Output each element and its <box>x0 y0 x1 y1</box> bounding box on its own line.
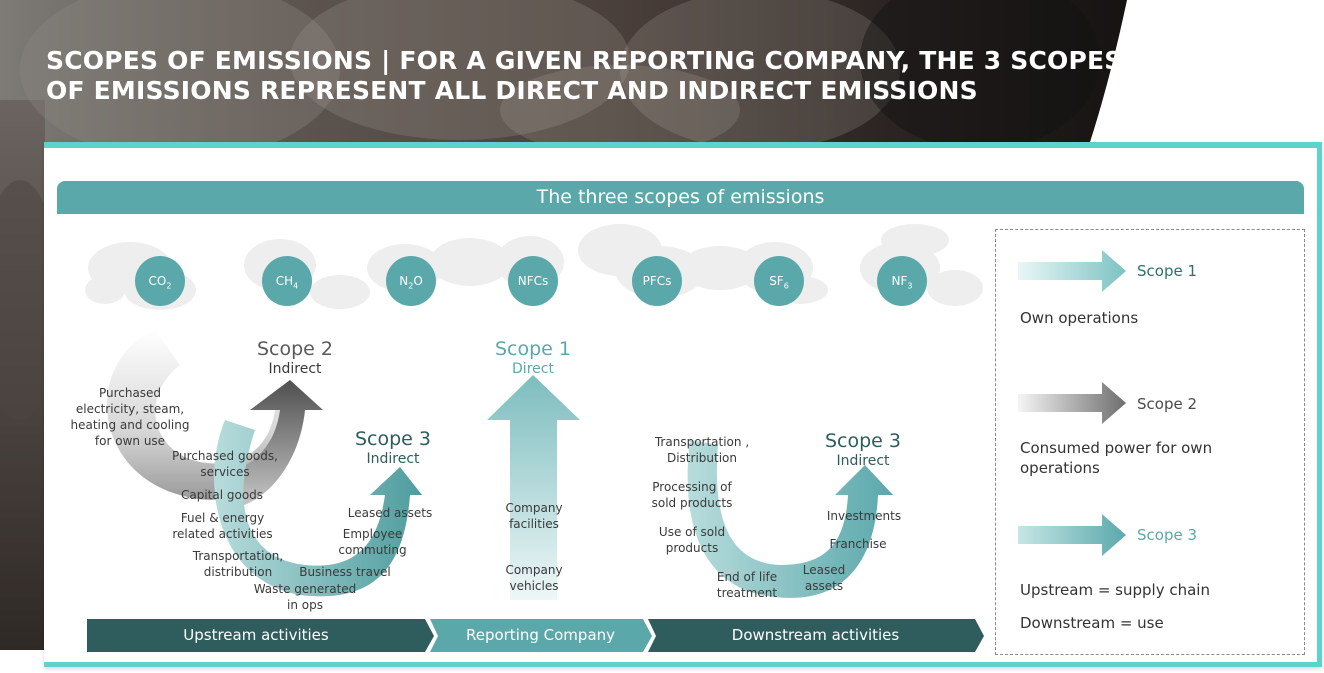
scope2-activity-label: Purchased electricity, steam, heating an… <box>70 386 190 448</box>
reporting-company-label: Reporting Company <box>465 626 616 644</box>
scope2-heading: Scope 2 Indirect <box>256 338 333 377</box>
scope3-upstream-heading: Scope 3 Indirect <box>354 428 431 467</box>
upstream-employee-commuting: Employee commuting <box>338 527 407 557</box>
reporting-facilities: Company facilities <box>505 501 563 531</box>
downstream-leased-assets: Leased assets <box>802 563 846 593</box>
gas-co2: CO2 <box>135 256 185 306</box>
downstream-investments: Investments <box>826 509 902 523</box>
gas-n2o: N2O <box>386 256 436 306</box>
legend-scope2-arrow <box>1018 382 1126 424</box>
scope-legend <box>995 229 1305 655</box>
gas-nf3: NF3 <box>877 256 927 306</box>
page-title: SCOPES OF EMISSIONS | FOR A GIVEN REPORT… <box>46 46 1123 105</box>
upstream-transportation: Transportation, distribution <box>192 549 284 579</box>
upstream-capital-goods: Capital goods <box>180 488 264 502</box>
reporting-vehicles: Company vehicles <box>505 563 563 593</box>
upstream-bar-shape <box>87 619 434 652</box>
upstream-leased-assets: Leased assets <box>347 506 433 520</box>
upstream-business-travel: Business travel <box>299 565 391 579</box>
gas-pfcs: PFCs <box>632 256 682 306</box>
upstream-purchased-goods: Purchased goods, services <box>172 449 278 479</box>
legend-scope3-label: Scope 3 <box>1137 526 1198 544</box>
scope1-direct-arrow <box>487 375 580 600</box>
legend-scope1-desc: Own operations <box>1020 309 1139 327</box>
upstream-fuel-energy: Fuel & energy related activities <box>172 511 273 541</box>
legend-scope3-downstream-desc: Downstream = use <box>1020 614 1164 632</box>
legend-scope1-arrow <box>1018 250 1126 292</box>
upstream-activities-label: Upstream activities <box>183 626 329 644</box>
downstream-end-of-life: End of life treatment <box>716 570 778 600</box>
scope3-downstream-arrow <box>687 440 893 598</box>
downstream-activities-label: Downstream activities <box>731 626 900 644</box>
legend-scope3-arrow <box>1018 514 1126 556</box>
diagram-banner: The three scopes of emissions <box>57 181 1304 214</box>
legend-scope1-label: Scope 1 <box>1137 262 1198 280</box>
reporting-bar-shape <box>430 619 652 652</box>
downstream-processing: Processing of sold products <box>651 480 733 510</box>
downstream-use: Use of sold products <box>658 525 726 555</box>
gas-ch4: CH4 <box>262 256 312 306</box>
scope3-upstream-arrow <box>214 420 422 597</box>
scope1-heading: Scope 1 Direct <box>494 338 571 377</box>
downstream-transportation: Transportation , Distribution <box>654 435 750 465</box>
legend-scope2-desc: Consumed power for own operations <box>1020 439 1213 477</box>
legend-scope3-upstream-desc: Upstream = supply chain <box>1020 581 1210 599</box>
legend-scope2-label: Scope 2 <box>1137 395 1198 413</box>
gas-nfcs: NFCs <box>508 256 558 306</box>
downstream-franchise: Franchise <box>829 537 887 551</box>
upstream-waste: Waste generated in ops <box>253 582 357 612</box>
gas-sf6: SF6 <box>754 256 804 306</box>
downstream-bar-shape <box>648 619 984 652</box>
scope2-arrow-head <box>235 380 323 508</box>
scope3-downstream-heading: Scope 3 Indirect <box>824 430 901 469</box>
